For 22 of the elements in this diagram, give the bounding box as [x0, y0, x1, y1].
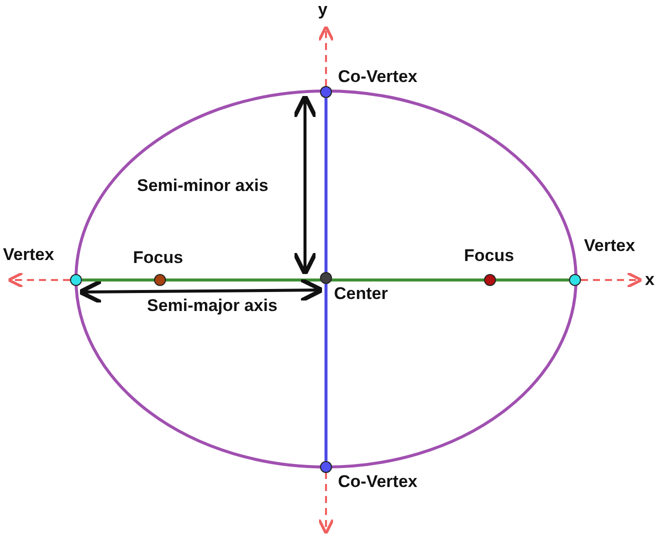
axis-line: [82, 278, 569, 282]
point-label: Vertex: [584, 236, 636, 256]
point-label: Center: [334, 284, 388, 304]
point-label: Focus: [133, 248, 184, 268]
point-dot: [320, 272, 332, 284]
edge-label: Semi-major axis: [147, 296, 278, 316]
axis-label: x: [645, 270, 654, 290]
arrow: [78, 278, 324, 304]
point-dot: [569, 274, 581, 286]
point-label: Vertex: [3, 245, 54, 265]
point-dot: [70, 274, 82, 286]
point-label: Focus: [464, 246, 514, 266]
edge-label: Semi-minor axis: [137, 176, 268, 196]
point-label: Co-Vertex: [338, 67, 418, 87]
point-dot: [154, 274, 166, 286]
point-dot: [320, 86, 332, 98]
axis-line: [324, 98, 328, 461]
arrow: [292, 94, 318, 276]
point-dot: [320, 461, 332, 473]
point-label: Co-Vertex: [338, 472, 418, 492]
axis-label: y: [318, 0, 328, 20]
point-dot: [484, 274, 496, 286]
